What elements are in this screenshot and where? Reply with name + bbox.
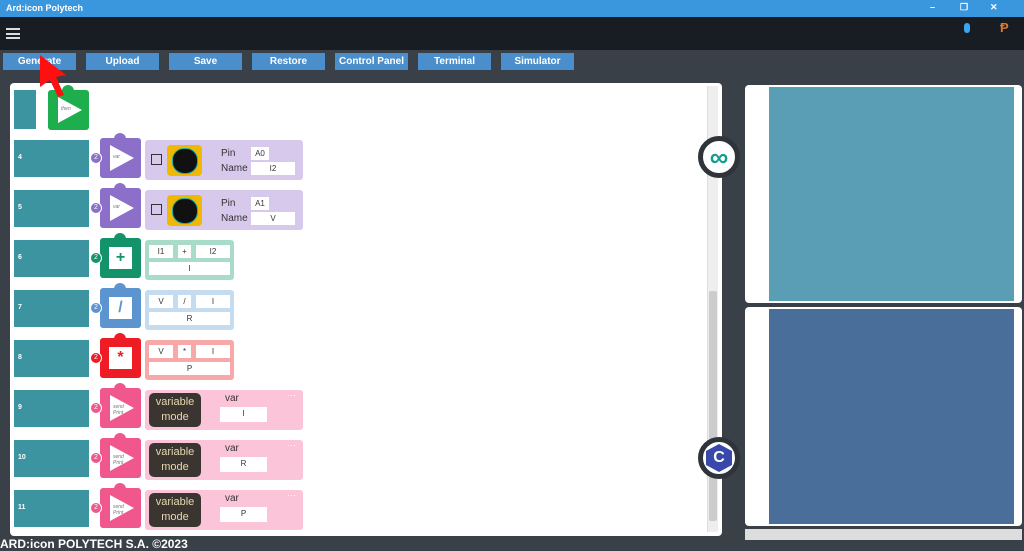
- name-field[interactable]: I2: [251, 162, 295, 175]
- print-block[interactable]: 2 send Print: [90, 383, 141, 428]
- var-field[interactable]: I: [220, 407, 267, 422]
- workspace-scrollbar[interactable]: [707, 86, 718, 532]
- line-number-block[interactable]: 5: [14, 190, 89, 227]
- c-code-panel[interactable]: [745, 307, 1022, 526]
- upload-button[interactable]: Upload: [86, 53, 159, 70]
- image-icon: [151, 204, 162, 215]
- then-block[interactable]: then: [48, 85, 89, 130]
- operation-block-body[interactable]: I1 + I2 I: [145, 240, 234, 280]
- var-block[interactable]: 2 var: [90, 183, 141, 228]
- play-icon: send Print: [110, 495, 134, 521]
- line-number-block[interactable]: 6: [14, 240, 89, 277]
- line-number-block[interactable]: 11: [14, 490, 89, 527]
- bluetooth-icon[interactable]: [964, 23, 970, 33]
- connection-badge: 2: [90, 302, 102, 314]
- line-number-block[interactable]: 7: [14, 290, 89, 327]
- save-button[interactable]: Save: [169, 53, 242, 70]
- image-icon: [151, 154, 162, 165]
- control-panel-button[interactable]: Control Panel: [335, 53, 408, 70]
- connection-badge: 2: [90, 152, 102, 164]
- play-icon: send Print: [110, 445, 134, 471]
- print-block[interactable]: 2 send Print: [90, 483, 141, 528]
- play-icon: var: [110, 145, 134, 171]
- line-number-block[interactable]: 10: [14, 440, 89, 477]
- scrollbar-thumb[interactable]: [709, 291, 717, 521]
- play-icon: var: [110, 195, 134, 221]
- result-field[interactable]: P: [149, 362, 230, 375]
- polytech-logo-icon: Ᵽ: [1000, 20, 1009, 35]
- operand-a-field[interactable]: I1: [149, 245, 173, 258]
- sensor-block-body[interactable]: Pin A1 Name V: [145, 190, 303, 230]
- operator-field[interactable]: /: [178, 295, 191, 308]
- connection-badge: 2: [90, 252, 102, 264]
- close-button[interactable]: ✕: [990, 2, 998, 12]
- line-number-block[interactable]: 4: [14, 140, 89, 177]
- simulator-button[interactable]: Simulator: [501, 53, 574, 70]
- line-number-block[interactable]: 8: [14, 340, 89, 377]
- operand-b-field[interactable]: I: [196, 295, 230, 308]
- print-block-body[interactable]: variable mode var R ···: [145, 440, 303, 480]
- operator-icon: *: [109, 347, 132, 369]
- mouse-cursor-icon: [40, 55, 66, 97]
- operator-icon: /: [109, 297, 132, 319]
- result-field[interactable]: I: [149, 262, 230, 275]
- line-number-block[interactable]: [14, 90, 36, 129]
- var-field[interactable]: P: [220, 507, 267, 522]
- operand-b-field[interactable]: I: [196, 345, 230, 358]
- operator-field[interactable]: +: [178, 245, 191, 258]
- title-bar: Ard:icon Polytech – ❐ ✕: [0, 0, 1024, 17]
- connection-badge: 2: [90, 402, 102, 414]
- var-field[interactable]: R: [220, 457, 267, 472]
- mode-button[interactable]: variable mode: [149, 443, 201, 477]
- op-block[interactable]: 2*: [90, 333, 141, 378]
- connection-badge: 2: [90, 452, 102, 464]
- print-block-body[interactable]: variable mode var I ···: [145, 390, 303, 430]
- horizontal-scrollbar[interactable]: [745, 529, 1022, 540]
- footer-copyright: ARD:icon POLYTECH S.A. ©2023: [0, 537, 188, 551]
- pin-field[interactable]: A0: [251, 147, 269, 160]
- voltmeter-icon: [167, 145, 202, 176]
- print-block-body[interactable]: variable mode var P ···: [145, 490, 303, 530]
- arduino-icon[interactable]: ∞: [698, 136, 740, 178]
- operand-b-field[interactable]: I2: [196, 245, 230, 258]
- sensor-block-body[interactable]: Pin A0 Name I2: [145, 140, 303, 180]
- terminal-button[interactable]: Terminal: [418, 53, 491, 70]
- voltmeter-icon: [167, 195, 202, 226]
- restore-button[interactable]: Restore: [252, 53, 325, 70]
- var-block[interactable]: 2 var: [90, 133, 141, 178]
- hamburger-icon[interactable]: [6, 28, 20, 39]
- generate-button[interactable]: Generate: [3, 53, 76, 70]
- more-options-button[interactable]: ···: [287, 490, 296, 500]
- window-title: Ard:icon Polytech: [6, 3, 84, 13]
- mode-button[interactable]: variable mode: [149, 493, 201, 527]
- operation-block-body[interactable]: V / I R: [145, 290, 234, 330]
- connection-badge: 2: [90, 352, 102, 364]
- line-number-block[interactable]: 9: [14, 390, 89, 427]
- connection-badge: 2: [90, 502, 102, 514]
- more-options-button[interactable]: ···: [287, 440, 296, 450]
- name-field[interactable]: V: [251, 212, 295, 225]
- operator-field[interactable]: *: [178, 345, 191, 358]
- print-block[interactable]: 2 send Print: [90, 433, 141, 478]
- maximize-button[interactable]: ❐: [960, 2, 969, 12]
- connection-badge: 2: [90, 202, 102, 214]
- op-block[interactable]: 2/: [90, 283, 141, 328]
- c-language-icon[interactable]: C: [698, 437, 740, 479]
- op-block[interactable]: 2+: [90, 233, 141, 278]
- mode-button[interactable]: variable mode: [149, 393, 201, 427]
- operation-block-body[interactable]: V * I P: [145, 340, 234, 380]
- operator-icon: +: [109, 247, 132, 269]
- more-options-button[interactable]: ···: [287, 390, 296, 400]
- app-bar: Ᵽ: [0, 17, 1024, 50]
- play-icon: send Print: [110, 395, 134, 421]
- minimize-button[interactable]: –: [930, 2, 936, 12]
- operand-a-field[interactable]: V: [149, 295, 173, 308]
- operand-a-field[interactable]: V: [149, 345, 173, 358]
- result-field[interactable]: R: [149, 312, 230, 325]
- pin-field[interactable]: A1: [251, 197, 269, 210]
- arduino-code-panel[interactable]: [745, 85, 1022, 303]
